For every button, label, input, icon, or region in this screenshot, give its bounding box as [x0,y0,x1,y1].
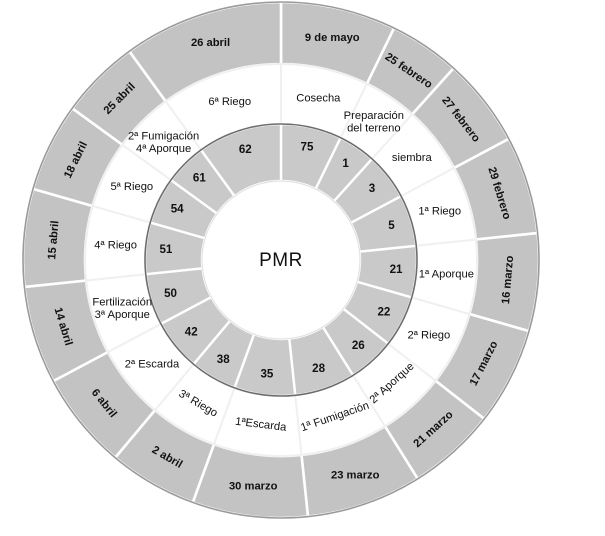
date-label-7: 23 marzo [331,470,380,482]
middle-ring-activities [84,62,478,457]
activity-label-13: 5ª Riego [110,181,153,193]
ring-outlines [22,1,540,519]
date-label-12: 15 abril [46,220,61,260]
activity-label-0: Cosecha [296,92,341,104]
day-number-9: 38 [217,353,230,366]
center-hub: PMR [201,180,361,340]
activity-label-4: 1ª Aporque [419,268,474,280]
day-number-2: 3 [369,182,376,195]
day-number-11: 50 [164,287,177,300]
day-number-13: 54 [171,202,184,215]
day-number-4: 21 [390,263,403,276]
activity-label-3: 1ª Riego [418,205,461,217]
center-disc [201,180,361,340]
activity-label-10: 2ª Escarda [125,358,180,370]
day-number-5: 22 [377,305,390,318]
activity-label-2: siembra [392,152,433,164]
day-number-10: 42 [185,326,198,339]
day-number-0: 75 [301,141,314,154]
day-number-3: 5 [388,219,395,232]
activity-label-12: 4ª Riego [94,239,137,251]
outer-ring-border [22,1,540,519]
date-label-8: 30 marzo [229,480,278,492]
inner-ring-day-numbers [143,122,419,398]
day-number-12: 51 [159,243,172,256]
day-number-1: 1 [342,157,349,170]
date-label-0: 9 de mayo [305,32,360,44]
day-number-14: 61 [193,171,206,184]
center-label: PMR [259,250,303,271]
inner-ring-border [144,123,418,397]
activity-label-5: 2ª Riego [408,329,451,341]
day-number-15: 62 [239,143,252,156]
date-label-15: 26 abril [191,37,230,49]
date-label-4: 16 marzo [500,255,516,305]
activity-label-15: 6ª Riego [208,96,251,108]
day-number-8: 35 [260,368,273,381]
day-number-7: 28 [312,362,325,375]
day-number-6: 26 [352,339,365,352]
